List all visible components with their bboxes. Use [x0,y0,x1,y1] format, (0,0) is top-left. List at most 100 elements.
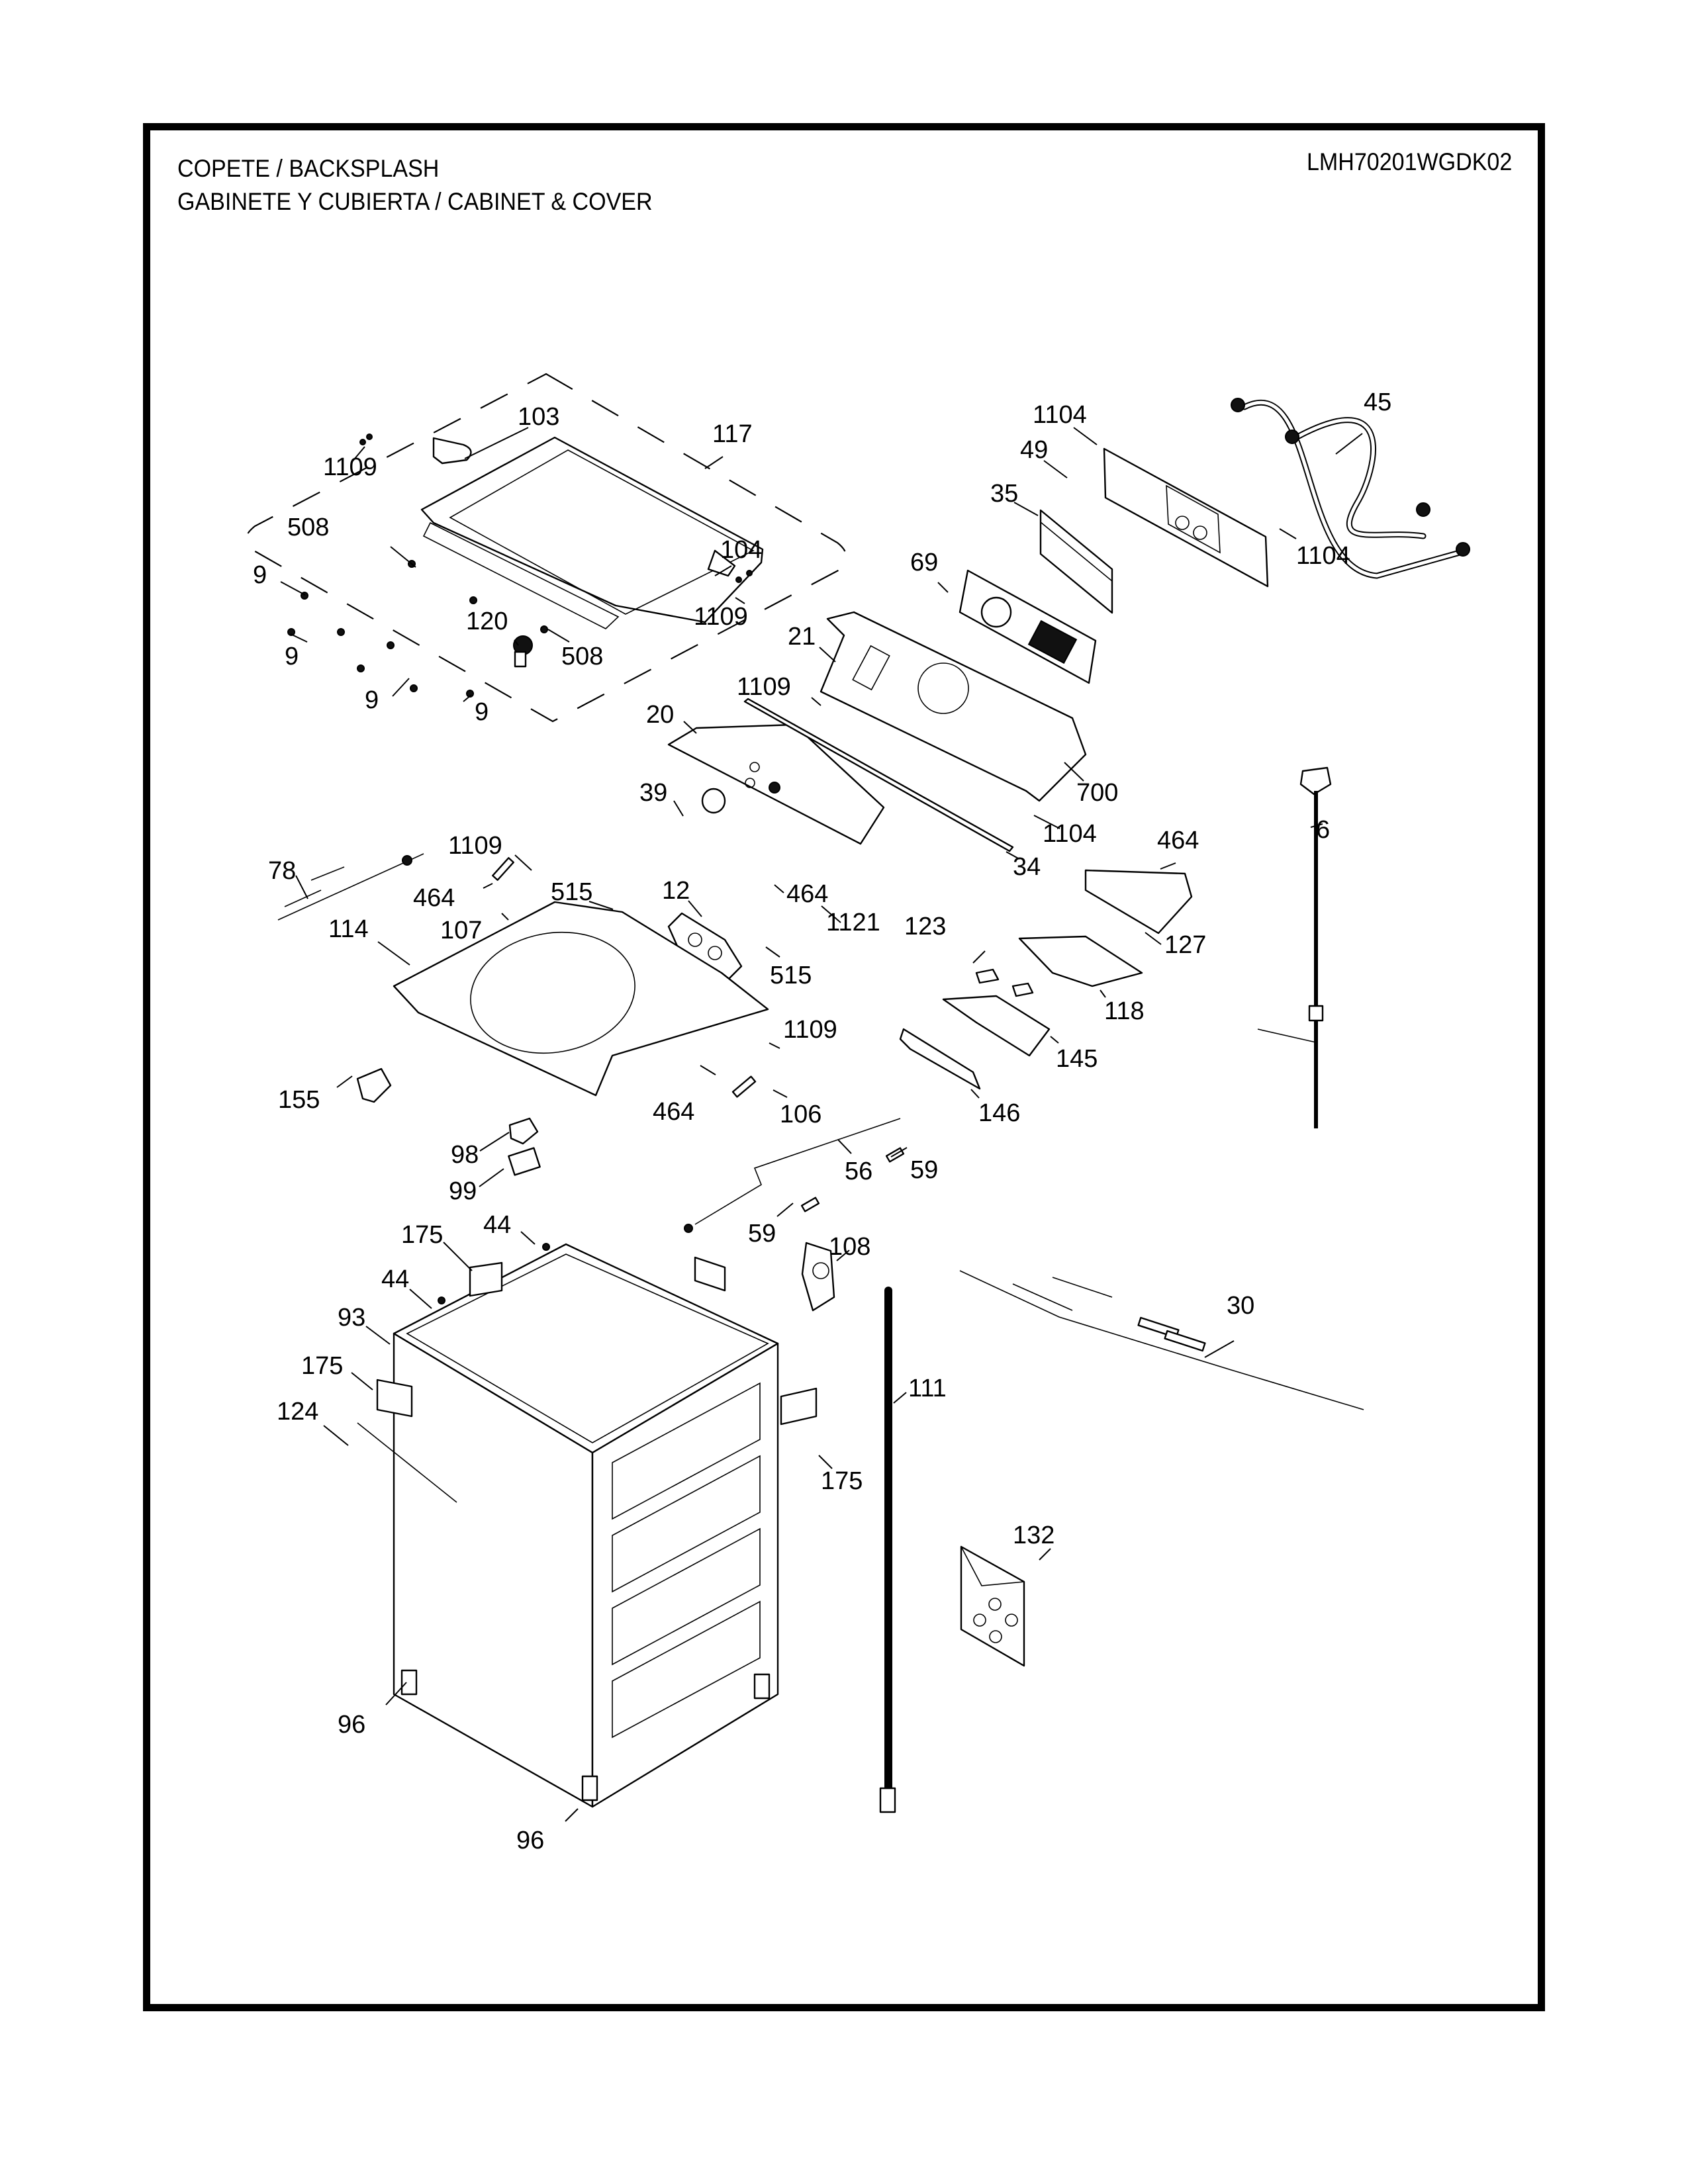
callout-175[interactable]: 175 [301,1352,343,1380]
callout-9[interactable]: 9 [253,561,267,589]
callout-1104[interactable]: 1104 [1033,401,1087,429]
callout-20[interactable]: 20 [646,701,674,729]
title-line-2: GABINETE Y CUBIERTA / CABINET & COVER [177,188,653,215]
connector-106[interactable] [731,1075,757,1098]
callout-464[interactable]: 464 [413,884,455,912]
dispenser-drawer-118[interactable] [1018,935,1143,987]
hinge-left[interactable] [432,437,472,465]
dispenser-housing[interactable] [1084,869,1193,934]
callout-12[interactable]: 12 [662,877,690,905]
callout-118[interactable]: 118 [1104,997,1145,1025]
callout-56[interactable]: 56 [845,1158,872,1185]
switch-99[interactable] [508,1147,541,1176]
callout-96[interactable]: 96 [338,1711,365,1739]
callout-59[interactable]: 59 [748,1220,776,1248]
callout-96[interactable]: 96 [516,1827,544,1854]
callout-175[interactable]: 175 [401,1221,443,1249]
callout-1121[interactable]: 1121 [826,909,880,936]
callout-146[interactable]: 146 [978,1099,1020,1127]
callout-1104[interactable]: 1104 [1043,820,1097,848]
callout-124[interactable]: 124 [277,1398,318,1426]
callout-106[interactable]: 106 [780,1101,821,1128]
label-35[interactable] [1039,509,1113,614]
knob[interactable] [701,788,726,814]
callout-30[interactable]: 30 [1227,1292,1254,1320]
callout-103[interactable]: 103 [518,403,559,431]
callout-127[interactable]: 127 [1164,931,1206,959]
drawer-panel-146[interactable] [899,1028,981,1090]
bracket-108[interactable] [801,1242,835,1312]
callout-99[interactable]: 99 [449,1177,477,1205]
handle-155[interactable] [356,1068,392,1103]
callout-44[interactable]: 44 [483,1211,511,1239]
wire-harness-78[interactable] [277,853,424,921]
callout-104[interactable]: 104 [720,536,762,564]
callout-123[interactable]: 123 [904,913,946,940]
callout-9[interactable]: 9 [365,686,379,714]
callout-508[interactable]: 508 [287,514,329,541]
top-cover[interactable] [420,436,764,629]
callout-464[interactable]: 464 [1157,827,1199,854]
callout-35[interactable]: 35 [990,480,1018,508]
callout-78[interactable]: 78 [268,857,296,885]
callout-117[interactable]: 117 [712,420,753,448]
labels-175[interactable] [376,1256,818,1426]
callout-132[interactable]: 132 [1013,1522,1055,1549]
hinge-right[interactable] [707,549,736,577]
trim-strip-34[interactable] [743,698,1014,852]
main-harness-30[interactable] [959,1270,1364,1410]
top-plate[interactable] [393,901,769,1097]
callout-49[interactable]: 49 [1020,436,1048,464]
pcb-assembly[interactable] [959,569,1097,684]
control-panel-deco[interactable] [667,723,885,845]
control-panel-housing[interactable] [820,611,1087,802]
cabinet-side-panels [612,1382,761,1739]
power-cord[interactable] [1257,766,1332,1128]
callout-515[interactable]: 515 [770,962,812,989]
callout-508[interactable]: 508 [561,643,603,670]
callout-1109[interactable]: 1109 [694,603,748,631]
callout-1104[interactable]: 1104 [1296,542,1350,570]
callout-44[interactable]: 44 [381,1265,409,1293]
callout-9[interactable]: 9 [475,698,489,726]
callout-34[interactable]: 34 [1013,853,1041,881]
callout-98[interactable]: 98 [451,1141,479,1169]
accessory-kit[interactable] [960,1545,1025,1667]
callout-175[interactable]: 175 [821,1467,863,1495]
inlet-hoses[interactable] [1231,398,1470,579]
callout-69[interactable]: 69 [910,549,938,576]
rear-cover[interactable] [1103,447,1269,588]
drain-hose[interactable] [879,1287,896,1813]
leveling-feet[interactable] [400,1669,771,1801]
callout-464[interactable]: 464 [786,880,828,908]
cabinet[interactable] [393,1243,779,1808]
drawer-145[interactable] [942,995,1051,1057]
callout-21[interactable]: 21 [788,623,816,651]
callout-1109[interactable]: 1109 [783,1016,837,1044]
callout-1109[interactable]: 1109 [448,832,502,860]
callout-107[interactable]: 107 [440,917,482,944]
callout-1109[interactable]: 1109 [323,453,377,481]
callout-464[interactable]: 464 [653,1098,694,1126]
callout-39[interactable]: 39 [639,779,667,807]
callout-1109[interactable]: 1109 [737,673,791,701]
callout-120[interactable]: 120 [466,608,508,635]
callout-6[interactable]: 6 [1316,816,1330,844]
callout-45[interactable]: 45 [1364,388,1391,416]
callout-700[interactable]: 700 [1076,779,1118,807]
lid-lock[interactable] [513,635,533,668]
callout-114[interactable]: 114 [328,915,369,943]
cover-98[interactable] [508,1117,539,1145]
connector-107[interactable] [492,857,514,881]
callout-515[interactable]: 515 [551,878,592,906]
callout-111[interactable]: 111 [908,1375,947,1402]
callout-93[interactable]: 93 [338,1304,365,1332]
callout-108[interactable]: 108 [829,1233,870,1261]
siphon-cap[interactable] [975,968,1034,997]
harness-56[interactable] [684,1118,901,1233]
callout-9[interactable]: 9 [285,643,299,670]
callout-59[interactable]: 59 [910,1156,938,1184]
callout-145[interactable]: 145 [1056,1045,1098,1073]
callout-155[interactable]: 155 [278,1086,320,1114]
strip-124[interactable] [357,1422,457,1503]
